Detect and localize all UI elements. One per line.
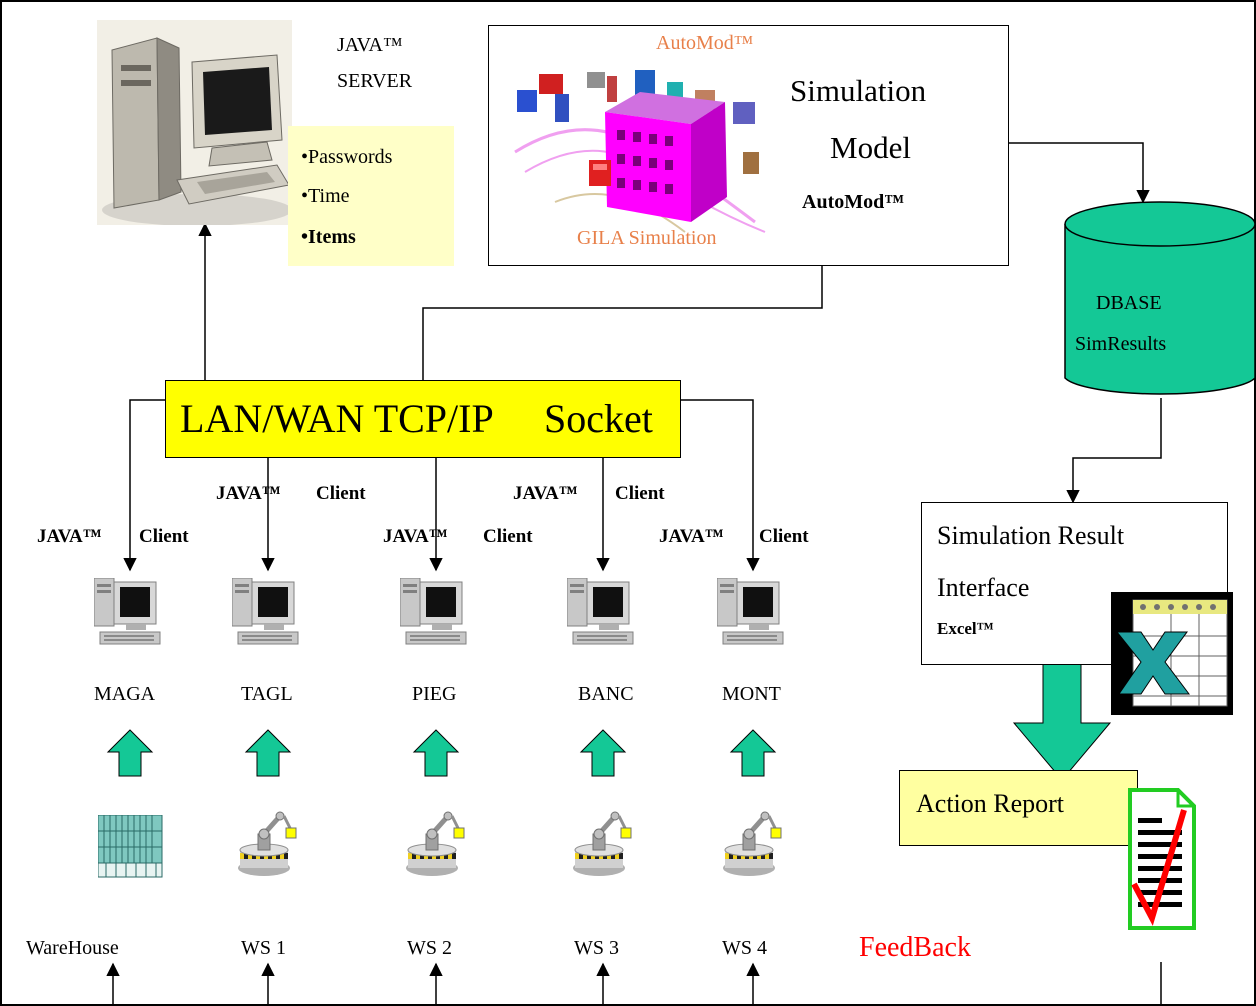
excel-icon <box>1111 592 1233 715</box>
station-ws2: WS 2 <box>407 937 452 959</box>
warehouse-rack-icon <box>98 815 163 878</box>
server-item-passwords: •Passwords <box>301 146 393 168</box>
interface-down-arrow <box>1012 644 1112 781</box>
server-item-time: •Time <box>301 185 350 207</box>
action-report-box: Action Report <box>899 770 1138 846</box>
simulation-title-line1: Simulation <box>790 73 927 108</box>
station-ws1: WS 1 <box>241 937 286 959</box>
banc-up-arrow <box>579 729 627 777</box>
lan-wan-label: LAN/WAN TCP/IP <box>180 396 494 441</box>
dbase-to-interface-line <box>1066 398 1162 504</box>
banc-computer-icon <box>567 578 634 645</box>
pieg-java-label: JAVA™ <box>383 526 448 547</box>
simulation-title-line2: Model <box>830 130 911 165</box>
maga-up-arrow <box>106 729 154 777</box>
station-ws4: WS 4 <box>722 937 767 959</box>
lan-to-maga-line <box>123 399 165 572</box>
dbase-cylinder <box>1064 201 1256 395</box>
feedback-label: FeedBack <box>859 932 971 963</box>
banc-client-label: Client <box>615 483 665 504</box>
ws3-robot-icon <box>571 810 635 880</box>
maga-client-label: Client <box>139 526 189 547</box>
station-ws3: WS 3 <box>574 937 619 959</box>
result-interface-line1: Simulation Result <box>937 521 1125 550</box>
mont-client-label: Client <box>759 526 809 547</box>
server-title-line2: SERVER <box>337 70 413 92</box>
mont-computer-icon <box>717 578 784 645</box>
pieg-client-label: Client <box>483 526 533 547</box>
tagl-computer-icon <box>232 578 299 645</box>
server-title-line1: JAVA™ <box>337 34 403 56</box>
report-checkmark-icon <box>1128 788 1196 930</box>
mont-java-label: JAVA™ <box>659 526 724 547</box>
tagl-client-label: Client <box>316 483 366 504</box>
client-name-pieg: PIEG <box>412 683 457 705</box>
station-warehouse: WareHouse <box>26 937 119 959</box>
dbase-label-line1: DBASE <box>1096 292 1162 314</box>
ws4-robot-icon <box>721 810 785 880</box>
gila-simulation-image <box>495 32 785 261</box>
gila-simulation-caption: GILA Simulation <box>577 227 717 249</box>
result-interface-line2: Interface <box>937 573 1030 602</box>
lan-to-mont-line <box>681 399 760 572</box>
client-name-tagl: TAGL <box>241 683 293 705</box>
excel-product-label: Excel™ <box>937 619 994 638</box>
ws2-robot-icon <box>404 810 468 880</box>
client-name-banc: BANC <box>578 683 634 705</box>
ws1-robot-icon <box>236 810 300 880</box>
mont-up-arrow <box>729 729 777 777</box>
tagl-up-arrow <box>244 729 292 777</box>
maga-computer-icon <box>94 578 161 645</box>
maga-java-label: JAVA™ <box>37 526 102 547</box>
simulation-product: AutoMod™ <box>802 191 905 213</box>
banc-java-label: JAVA™ <box>513 483 578 504</box>
client-name-mont: MONT <box>722 683 781 705</box>
automod-caption: AutoMod™ <box>656 32 754 54</box>
server-item-items: •Items <box>301 226 356 248</box>
tagl-java-label: JAVA™ <box>216 483 281 504</box>
pieg-up-arrow <box>412 729 460 777</box>
dbase-label-line2: SimResults <box>1075 333 1167 355</box>
pieg-computer-icon <box>400 578 467 645</box>
simulation-to-dbase-line <box>1008 142 1150 204</box>
client-name-maga: MAGA <box>94 683 156 705</box>
lan-wan-network-bar: LAN/WAN TCP/IP Socket <box>165 380 681 458</box>
lan-to-simulation-line <box>422 234 829 380</box>
socket-label: Socket <box>544 396 653 441</box>
simulation-model-box: AutoMod™ GILA Simulation Simulation Mode… <box>488 25 1009 266</box>
action-report-label: Action Report <box>916 789 1065 818</box>
server-computer-image <box>97 20 292 225</box>
server-info-note: •Passwords •Time •Items <box>288 126 454 266</box>
